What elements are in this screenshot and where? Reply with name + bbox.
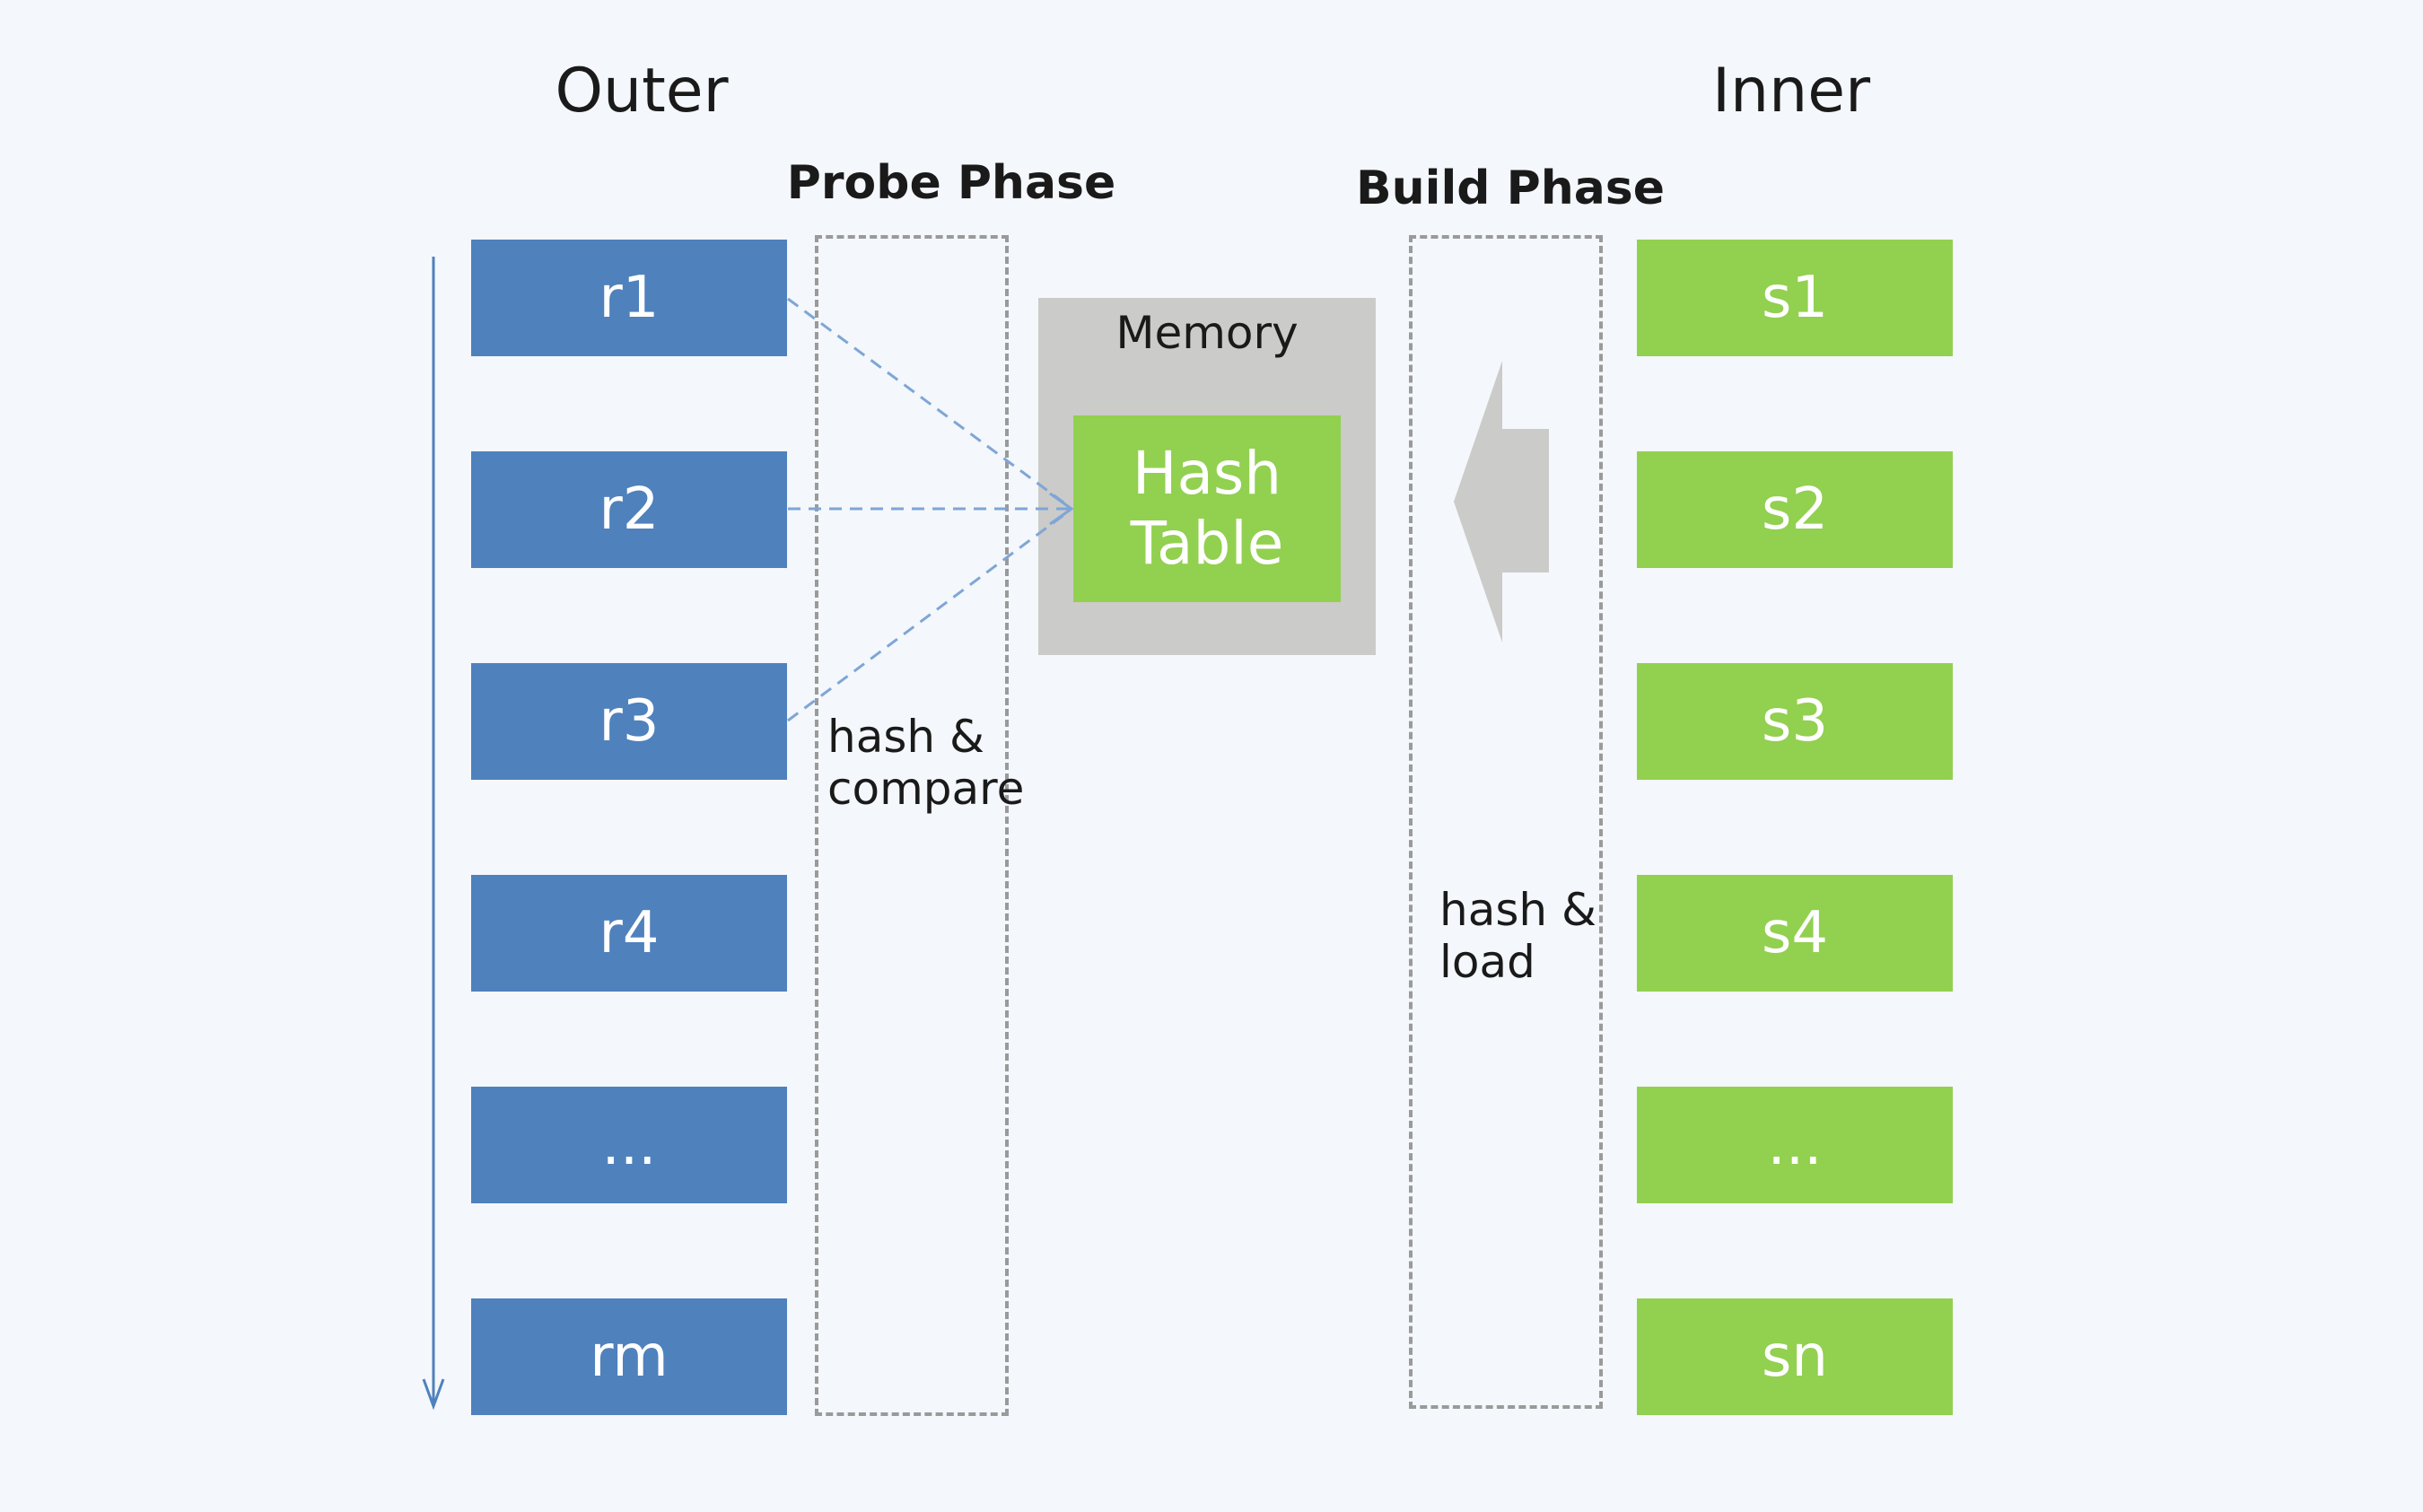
probe-note-line1: hash &	[827, 711, 984, 763]
outer-row: r1	[471, 240, 787, 356]
inner-row: s2	[1637, 451, 1953, 568]
hash-table: Hash Table	[1073, 415, 1341, 602]
outer-row: r4	[471, 875, 787, 992]
scan-direction-arrow	[422, 257, 445, 1411]
inner-row: sn	[1637, 1298, 1953, 1415]
build-note-line2: load	[1439, 936, 1535, 988]
outer-title: Outer	[555, 56, 729, 127]
probe-phase-note: hash & compare	[827, 711, 1024, 815]
inner-row: ...	[1637, 1087, 1953, 1203]
outer-row: r3	[471, 663, 787, 780]
build-phase-note: hash & load	[1439, 884, 1596, 988]
inner-row: s3	[1637, 663, 1953, 780]
memory-label: Memory	[1115, 307, 1299, 359]
hash-table-label-line2: Table	[1130, 509, 1284, 578]
outer-row: ...	[471, 1087, 787, 1203]
outer-row: rm	[471, 1298, 787, 1415]
memory-block: Memory Hash Table	[1038, 298, 1376, 655]
build-phase-title: Build Phase	[1355, 162, 1666, 215]
inner-title: Inner	[1711, 56, 1871, 127]
inner-row: s4	[1637, 875, 1953, 992]
build-note-line1: hash &	[1439, 884, 1596, 936]
probe-phase-title: Probe Phase	[786, 156, 1116, 210]
probe-phase-panel	[815, 235, 1009, 1416]
build-phase-panel	[1409, 235, 1603, 1409]
inner-row: s1	[1637, 240, 1953, 356]
probe-note-line2: compare	[827, 763, 1025, 815]
outer-row: r2	[471, 451, 787, 568]
hash-table-label-line1: Hash	[1132, 439, 1282, 508]
